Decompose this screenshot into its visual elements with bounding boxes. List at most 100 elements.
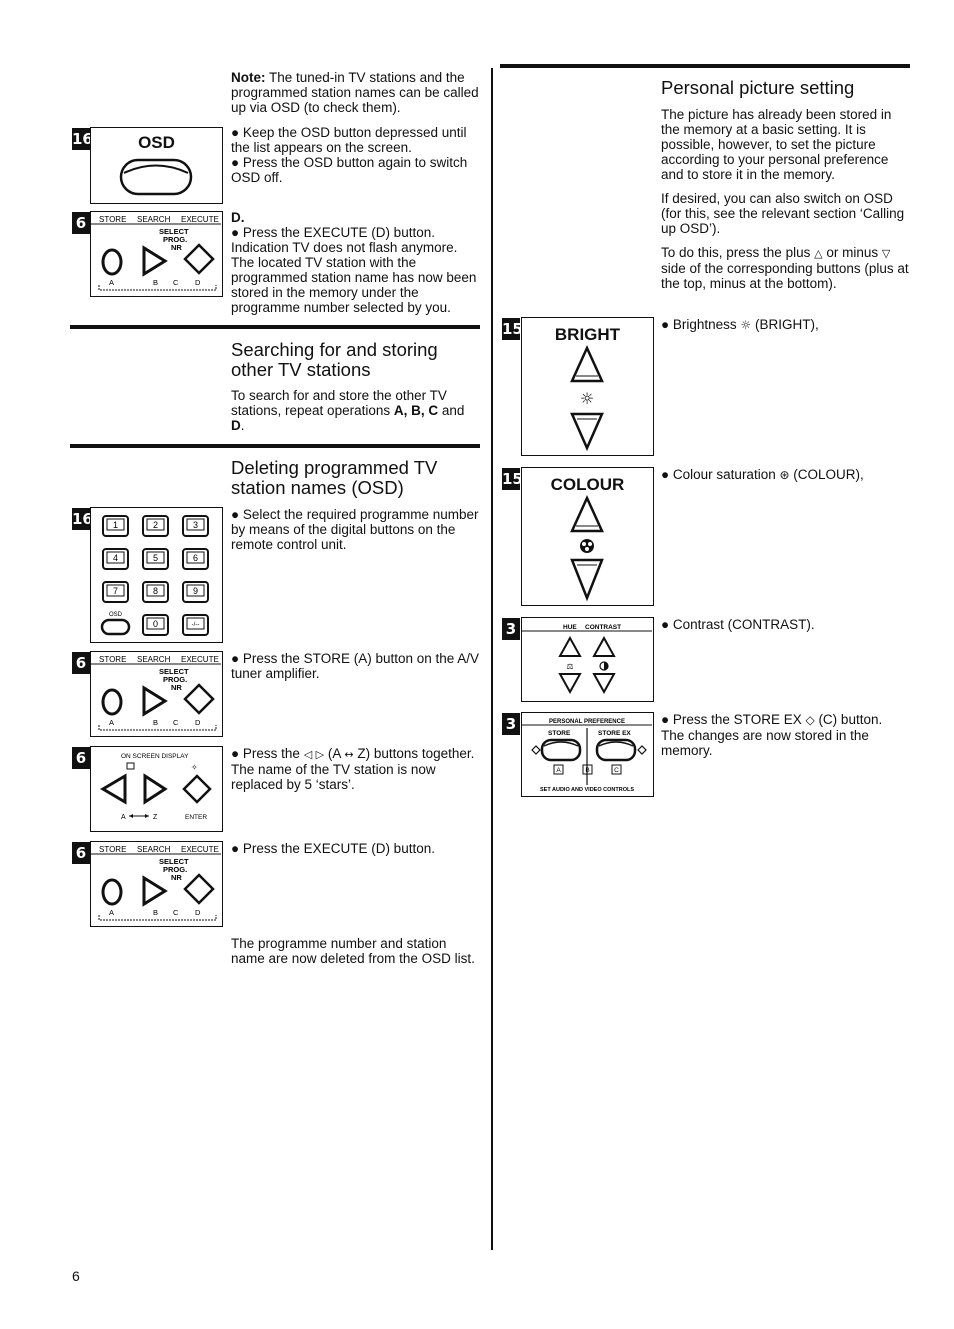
svg-text:D: D	[195, 908, 201, 917]
bright-text: ● Brightness ☼ (BRIGHT),	[661, 317, 819, 332]
key-5: 5	[142, 548, 169, 570]
svg-text:PROG.: PROG.	[163, 675, 187, 684]
svg-text:C: C	[173, 908, 179, 917]
store-search-execute-panel: STORE SEARCH EXECUTE SELECT PROG. NR A B…	[90, 211, 223, 297]
svg-text:NR: NR	[171, 683, 182, 692]
personal-preference-title: PERSONAL PREFERENCE	[549, 719, 625, 725]
set-controls-footer: SET AUDIO AND VIDEO CONTROLS	[540, 787, 634, 793]
svg-text:STORE: STORE	[99, 655, 126, 664]
hue-plus-icon	[558, 635, 582, 657]
step-badge: 15	[502, 318, 523, 340]
key-4: 4	[102, 548, 129, 570]
svg-text:A: A	[109, 718, 114, 727]
panel-b-label: B	[153, 278, 158, 287]
key-8: 8	[142, 581, 169, 603]
contrast-text: ● Contrast (CONTRAST).	[661, 617, 815, 632]
delete-closing-text: The programme number and station name ar…	[231, 936, 475, 966]
personal-picture-section: Personal picture setting The picture has…	[661, 77, 911, 292]
store-ex-button-icon	[595, 738, 637, 762]
step-badge: 6	[72, 747, 90, 769]
page-number: 6	[72, 1268, 80, 1284]
store-label: STORE	[548, 730, 571, 737]
panel-c-label: C	[173, 278, 179, 287]
svg-text:B: B	[153, 718, 158, 727]
step-badge: 16	[72, 128, 93, 150]
svg-text:ENTER: ENTER	[185, 814, 207, 821]
svg-text:6: 6	[193, 553, 198, 563]
key-dash: -/--	[182, 614, 209, 636]
column-divider	[491, 68, 493, 1250]
keypad-osd-label: OSD	[109, 612, 123, 618]
svg-text:1: 1	[113, 520, 118, 530]
svg-text:SEARCH: SEARCH	[137, 655, 171, 664]
osd-button-illustration: OSD	[90, 127, 223, 204]
execute-button-icon	[183, 683, 215, 715]
right-triangle-icon	[143, 773, 168, 805]
svg-text:3: 3	[193, 520, 198, 530]
key-3: 3	[182, 515, 209, 537]
plus-triangle-icon	[570, 344, 604, 383]
section-heading: Searching for and storing other TV stati…	[231, 339, 438, 380]
colour-button-illustration: COLOUR	[521, 467, 654, 606]
delete-step2-text: ● Press the STORE (A) button on the A/V …	[231, 651, 480, 681]
delete-section: Deleting programmed TV station names (OS…	[231, 458, 481, 498]
svg-text:PROG.: PROG.	[163, 865, 187, 874]
plus-triangle-icon	[570, 494, 604, 533]
key-2: 2	[142, 515, 169, 537]
svg-text:Z: Z	[153, 814, 158, 821]
contrast-label: CONTRAST	[585, 624, 621, 631]
svg-text:4: 4	[113, 553, 118, 563]
brightness-icon: ☼	[740, 318, 752, 332]
section-heading: Personal picture setting	[661, 77, 855, 98]
panel-nr-label: NR	[171, 243, 182, 252]
minus-triangle-icon	[570, 558, 604, 602]
colour-label: COLOUR	[550, 475, 625, 494]
store-button-icon	[101, 248, 123, 276]
svg-text:0: 0	[153, 619, 158, 629]
bright-label: BRIGHT	[554, 325, 621, 344]
section-divider	[500, 64, 910, 68]
svg-text:EXECUTE: EXECUTE	[181, 655, 219, 664]
store-button-icon	[101, 878, 123, 906]
delete-step3-text: ● Press the ◁ ▷ (A ↔ Z) buttons together…	[231, 746, 475, 792]
store-ex-text: ● Press the STORE EX ◇ (C) button. The c…	[661, 712, 883, 758]
step-badge: 15	[502, 468, 523, 490]
brightness-icon: ☼	[580, 389, 594, 408]
personal-preference-illustration: PERSONAL PREFERENCE STORE STORE EX A B C…	[521, 712, 654, 797]
search-button-icon	[142, 245, 168, 277]
contrast-plus-icon	[592, 635, 616, 657]
svg-text:C: C	[173, 718, 179, 727]
keypad-osd-key	[100, 618, 131, 636]
note-label: Note:	[231, 70, 266, 85]
panel-drawing: STORE SEARCH EXECUTE SELECT PROG. NR A B…	[91, 215, 221, 291]
hue-icon: ⚖	[566, 662, 573, 671]
contrast-minus-icon	[592, 673, 616, 695]
step-badge: 3	[502, 618, 520, 640]
section-heading: Deleting programmed TV station names (OS…	[231, 457, 438, 498]
svg-text:5: 5	[153, 553, 158, 563]
panel-store-label: STORE	[99, 215, 126, 224]
d-step-text: D. ● Press the EXECUTE (D) button. Indic…	[231, 210, 477, 315]
delete-step1-text: ● Select the required programme number b…	[231, 507, 479, 552]
osd-panel-title: ON SCREEN DISPLAY	[121, 753, 189, 760]
panel-select-label: SELECT	[159, 227, 189, 236]
search-button-icon	[142, 685, 168, 717]
svg-text:9: 9	[193, 586, 198, 596]
panel-prog-label: PROG.	[163, 235, 187, 244]
minus-triangle-icon	[570, 412, 604, 452]
key-9: 9	[182, 581, 209, 603]
diamond-icon	[531, 745, 541, 755]
section-divider	[70, 444, 480, 448]
svg-text:SELECT: SELECT	[159, 857, 189, 866]
svg-text:A: A	[109, 908, 114, 917]
step-badge: 6	[72, 652, 90, 674]
step-badge: 16	[72, 508, 93, 530]
panel-a-label: A	[109, 278, 114, 287]
svg-text:D: D	[195, 718, 201, 727]
delete-step4-text: ● Press the EXECUTE (D) button.	[231, 841, 435, 856]
svg-text:B: B	[153, 908, 158, 917]
execute-button-icon	[183, 243, 215, 275]
osd-button-icon	[119, 158, 193, 196]
on-screen-display-panel: ON SCREEN DISPLAY ✧ A Z ENTER	[90, 746, 223, 832]
colour-text: ● Colour saturation ⊛ (COLOUR),	[661, 467, 864, 482]
